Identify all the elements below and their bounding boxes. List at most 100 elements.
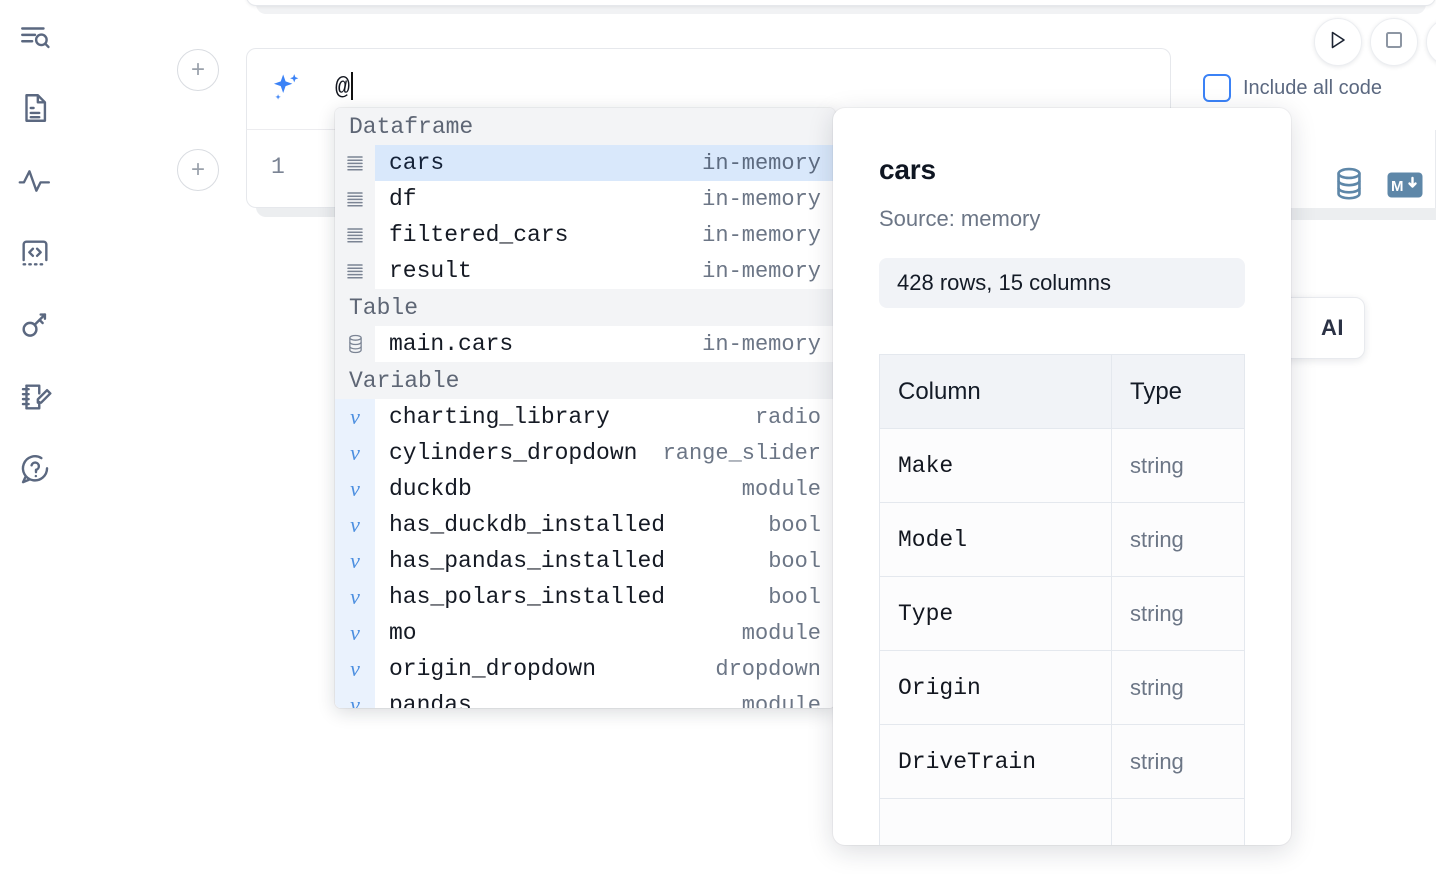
explore-search-icon (18, 20, 52, 54)
database-icon[interactable] (1333, 167, 1365, 206)
stop-square-icon (1383, 29, 1405, 56)
line-number: 1 (271, 154, 285, 180)
markdown-icon[interactable]: M (1387, 172, 1423, 203)
autocomplete-item-name: has_duckdb_installed (389, 512, 666, 538)
schema-column-name: Make (879, 428, 1112, 503)
autocomplete-item[interactable]: v origin_dropdown dropdown (335, 651, 835, 687)
variable-icon: v (335, 507, 375, 543)
autocomplete-item-name: pandas (389, 692, 472, 708)
include-all-code-label: Include all code (1243, 76, 1382, 99)
dataframe-rows-icon (335, 253, 375, 289)
variable-icon: v (335, 471, 375, 507)
sidebar-item-secrets[interactable] (14, 304, 56, 346)
autocomplete-item-name: has_pandas_installed (389, 548, 666, 574)
ai-prompt-input[interactable]: @ (335, 72, 354, 102)
autocomplete-item-type: module (741, 620, 821, 646)
stop-button[interactable] (1370, 18, 1418, 66)
autocomplete-item-name: filtered_cars (389, 222, 569, 248)
sidebar-item-help[interactable] (14, 448, 56, 490)
document-icon (18, 91, 52, 125)
schema-column-type: string (1111, 502, 1245, 577)
autocomplete-item-name: has_polars_installed (389, 584, 666, 610)
sidebar-item-document[interactable] (14, 87, 56, 129)
info-source: Source: memory (879, 206, 1041, 231)
autocomplete-item-name: charting_library (389, 404, 610, 430)
schema-type-header: Type (1111, 354, 1245, 429)
variable-icon: v (335, 651, 375, 687)
schema-column-type: string (1111, 576, 1245, 651)
schema-column-name: Origin (879, 650, 1112, 725)
variable-icon: v (335, 399, 375, 435)
include-all-code-toggle[interactable]: Include all code (1203, 74, 1382, 102)
notebook-edit-icon (18, 380, 52, 414)
dataframe-rows-icon (335, 217, 375, 253)
autocomplete-item-name: duckdb (389, 476, 472, 502)
autocomplete-item-type: in-memory (702, 222, 821, 248)
dataframe-rows-icon (335, 145, 375, 181)
autocomplete-item-type: in-memory (702, 150, 821, 176)
schema-column-type: string (1111, 428, 1245, 503)
sidebar-item-scratchpad[interactable] (14, 376, 56, 418)
autocomplete-item-type: in-memory (702, 186, 821, 212)
autocomplete-item-name: origin_dropdown (389, 656, 597, 682)
cell-above-shadow (256, 4, 1426, 14)
run-button[interactable] (1314, 18, 1362, 66)
schema-column-name: DriveTrain (879, 724, 1112, 799)
autocomplete-item-name: mo (389, 620, 417, 646)
help-question-icon (18, 452, 52, 486)
info-title: cars (879, 154, 936, 185)
sidebar-item-snippets[interactable] (14, 232, 56, 274)
include-all-code-checkbox[interactable] (1203, 74, 1231, 102)
database-icon (335, 326, 375, 362)
autocomplete-item[interactable]: v has_duckdb_installed bool (335, 507, 835, 543)
autocomplete-group-header: Variable (335, 362, 835, 399)
key-icon (18, 308, 52, 342)
autocomplete-item-type: dropdown (715, 656, 821, 682)
autocomplete-item-type: module (741, 692, 821, 709)
dataframe-rows-icon (335, 181, 375, 217)
variable-icon: v (335, 615, 375, 651)
add-cell-button-bottom[interactable]: + (177, 149, 219, 191)
sidebar-item-explore-search[interactable] (14, 16, 56, 58)
play-triangle-icon (1327, 29, 1349, 56)
autocomplete-item-name: result (389, 258, 472, 284)
ai-prompt-value: @ (335, 73, 351, 102)
more-actions-button[interactable] (1426, 18, 1436, 66)
autocomplete-item[interactable]: filtered_cars in-memory (335, 217, 835, 253)
autocomplete-item-type: bool (768, 512, 821, 538)
left-sidebar-rail (0, 0, 70, 874)
schema-table-row (879, 798, 1245, 845)
text-caret (351, 72, 354, 100)
ai-suggestion-card-label: AI (1321, 315, 1344, 340)
schema-table-header-row: Column Type (879, 354, 1245, 429)
sidebar-item-activity[interactable] (14, 160, 56, 202)
schema-column-type (1111, 798, 1245, 845)
variable-icon: v (335, 543, 375, 579)
dataframe-info-popup: cars Source: memory 428 rows, 15 columns… (833, 108, 1291, 845)
autocomplete-item-type: module (741, 476, 821, 502)
activity-pulse-icon (17, 164, 53, 198)
variable-icon: v (335, 687, 375, 708)
autocomplete-item-type: range_slider (662, 440, 821, 466)
autocomplete-group-header: Dataframe (335, 108, 835, 145)
add-cell-button-top[interactable]: + (177, 49, 219, 91)
schema-column-type: string (1111, 650, 1245, 725)
